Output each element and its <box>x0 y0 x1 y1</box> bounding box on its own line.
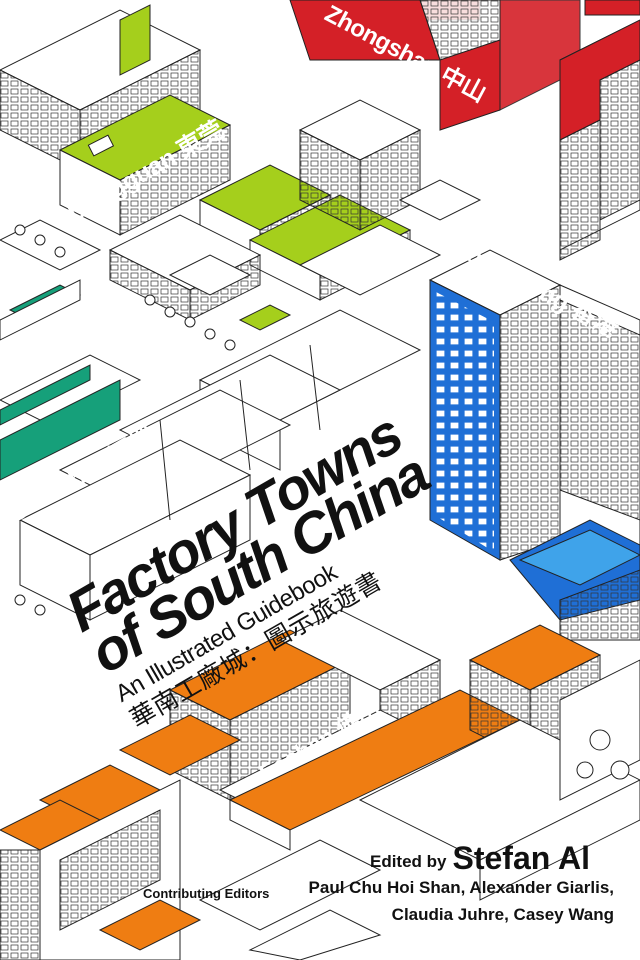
contributing-editors-line-1: Paul Chu Hoi Shan, Alexander Giarlis, <box>308 878 614 897</box>
building-foshan-orange <box>0 609 522 960</box>
trees <box>14 224 236 616</box>
edited-by-label: Edited by <box>369 852 447 871</box>
building-central-blocks <box>18 309 422 621</box>
building-lowrise-left <box>0 214 292 331</box>
contributing-editors-label: Contributing Editors <box>143 886 270 901</box>
editor-name: Stefan Al <box>452 840 591 876</box>
contributing-editors-line-2: Claudia Juhre, Casey Wang <box>391 905 614 924</box>
building-dongguan-green <box>58 94 232 236</box>
building-lowright <box>358 624 640 901</box>
edited-by-line: Edited by Stefan Al <box>370 840 590 877</box>
building-dongguan-complex <box>198 99 482 301</box>
building-hongkong-tower <box>428 249 640 641</box>
building-shenzhen <box>0 279 142 481</box>
building-zhongshan-red <box>289 0 640 261</box>
